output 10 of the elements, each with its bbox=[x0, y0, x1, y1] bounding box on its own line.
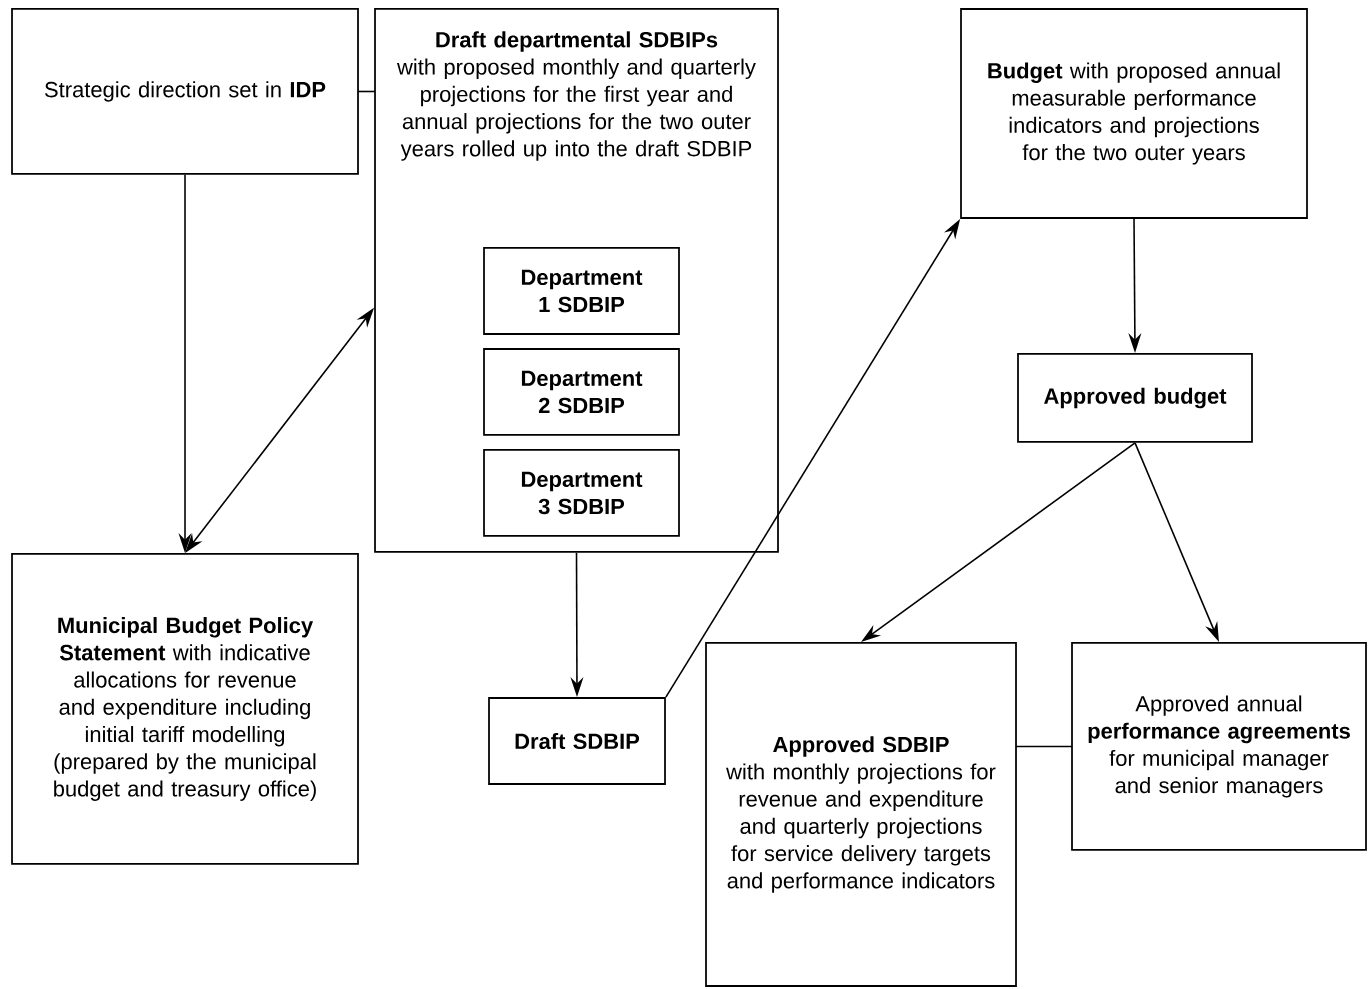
sub-box: Department 3 SDBIP bbox=[483, 449, 680, 537]
process-box: Approved budget bbox=[1017, 353, 1253, 443]
process-box: Budget with proposed annual measurable performance indicators and projections for the two outer years bbox=[960, 8, 1308, 219]
process-box: Strategic direction set in IDP bbox=[11, 8, 359, 175]
sub-box: Department 1 SDBIP bbox=[483, 247, 680, 335]
sub-box: Department 2 SDBIP bbox=[483, 348, 680, 436]
process-box: Municipal Budget Policy Statement with indicative allocations for revenue and expenditure including initial tariff modelling (prepared by the municipal budget and treasury office) bbox=[11, 553, 359, 865]
process-box: Approved annual performance agreements for municipal manager and senior managers bbox=[1071, 642, 1367, 851]
process-box: Draft SDBIP bbox=[488, 697, 666, 785]
process-box: Approved SDBIP with monthly projections for revenue and expenditure and quarterly projections for service delivery targets and performance indicators bbox=[705, 642, 1017, 987]
